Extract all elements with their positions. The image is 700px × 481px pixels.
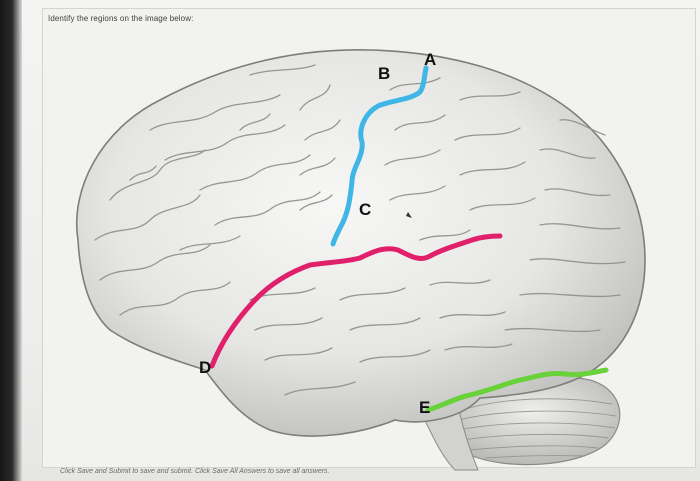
lateral-sulcus-line	[209, 233, 503, 369]
cerebrum	[76, 49, 646, 437]
brain-stem	[419, 404, 479, 471]
preoccipital-line	[425, 367, 609, 413]
central-sulcus-line	[330, 65, 429, 247]
question-prompt: Identify the regions on the image below:	[48, 14, 194, 23]
label-e: E	[419, 398, 431, 417]
label-c: C	[359, 200, 372, 219]
label-b: B	[378, 64, 391, 83]
label-a: A	[424, 50, 437, 69]
gyri-texture	[94, 64, 626, 396]
label-d: D	[199, 358, 212, 377]
pointer-mark	[406, 212, 412, 218]
footer-hint: Click Save and Submit to save and submit…	[60, 468, 330, 475]
